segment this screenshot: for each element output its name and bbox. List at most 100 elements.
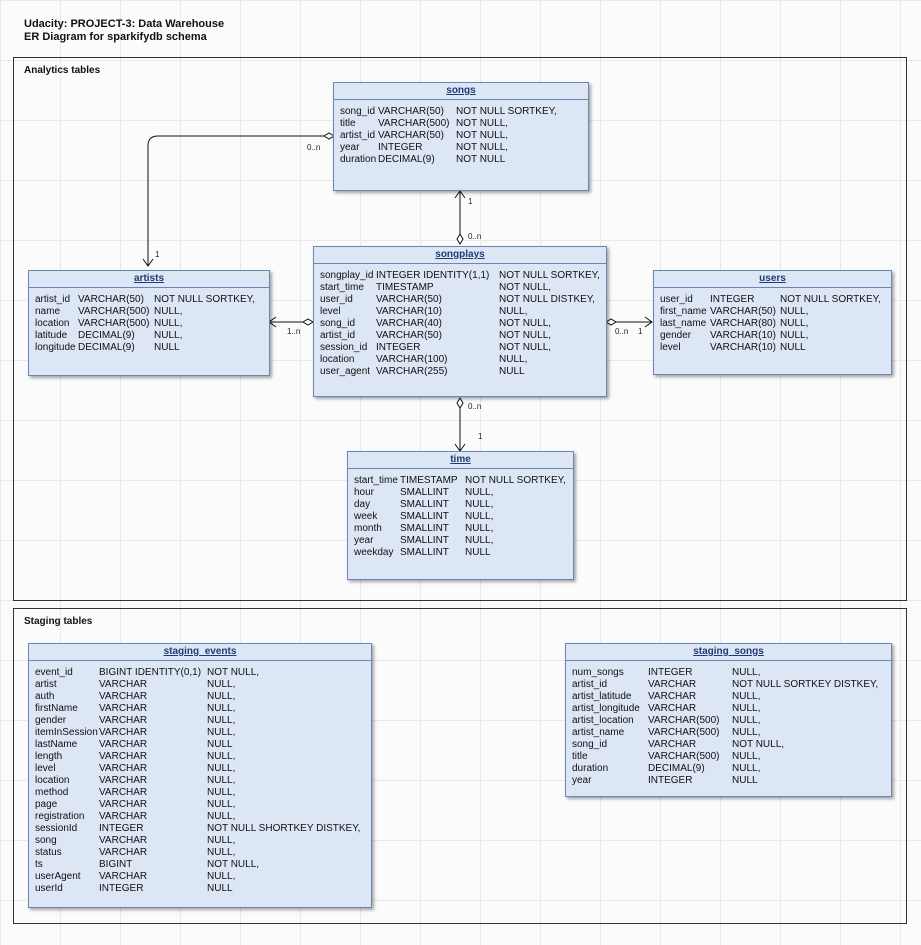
card-songplays-artists-from: 1..n [287,327,301,336]
attribute-type: INTEGER [648,775,693,786]
attribute-constraint: NULL, [207,763,236,774]
attribute-name: artist_id [35,294,71,305]
attribute-constraint: NULL, [732,667,761,678]
attribute-name: length [35,751,63,762]
card-songplays-users-to: 1 [638,327,643,336]
attribute-type: VARCHAR(500) [78,306,150,317]
attribute-constraint: NOT NULL, [207,667,260,678]
attribute-constraint: NOT NULL SORTKEY, [465,475,566,486]
attribute-type: VARCHAR [99,679,148,690]
attribute-name: level [660,342,681,353]
attribute-name: location [35,775,70,786]
entity-title: songs [334,83,588,100]
attribute-name: title [340,118,356,129]
attribute-constraint: NOT NULL, [499,342,552,353]
attribute-type: INTEGER [710,294,755,305]
attribute-type: VARCHAR [648,703,697,714]
attribute-type: TIMESTAMP [376,282,434,293]
diagram-title: Udacity: PROJECT-3: Data Warehouse ER Di… [24,18,224,44]
attribute-constraint: NULL, [207,679,236,690]
attribute-name: auth [35,691,55,702]
attribute-type: VARCHAR(10) [710,330,776,341]
attribute-name: user_id [660,294,693,305]
attribute-type: DECIMAL(9) [78,342,135,353]
attribute-name: method [35,787,69,798]
attribute-type: VARCHAR [648,679,697,690]
attribute-constraint: NULL [499,366,525,377]
attribute-constraint: NULL, [207,847,236,858]
attribute-constraint: NULL, [207,799,236,810]
attribute-type: VARCHAR [99,715,148,726]
attribute-type: VARCHAR [648,691,697,702]
staging-frame-title: Staging tables [24,616,93,627]
attribute-constraint: NULL, [732,703,761,714]
attribute-type: VARCHAR [99,811,148,822]
attribute-name: song_id [320,318,356,329]
analytics-frame-title: Analytics tables [24,65,101,76]
staging-frame: Staging tables [13,608,907,924]
attribute-type: VARCHAR(50) [378,130,444,141]
attribute-name: artist_longitude [572,703,640,714]
card-songplays-songs-to: 1 [468,197,473,206]
attribute-type: DECIMAL(9) [78,330,135,341]
attribute-name: location [320,354,355,365]
attribute-constraint: NULL, [207,751,236,762]
attribute-constraint: NULL, [207,715,236,726]
arrowhead-users [644,316,653,328]
attribute-constraint: NULL, [732,751,761,762]
attribute-type: VARCHAR [99,751,148,762]
attribute-name: latitude [35,330,68,341]
attribute-name: userId [35,883,63,894]
attribute-name: week [354,511,378,522]
attribute-constraint: NOT NULL SHORTKEY DISTKEY, [207,823,361,834]
attribute-name: page [35,799,58,810]
attribute-constraint: NULL [780,342,806,353]
attribute-type: VARCHAR(10) [376,306,442,317]
attribute-type: VARCHAR(50) [710,306,776,317]
attribute-name: artist_id [572,679,608,690]
attribute-name: longitude [35,342,76,353]
attribute-type: VARCHAR(50) [78,294,144,305]
attribute-name: level [35,763,56,774]
attribute-name: registration [35,811,85,822]
attribute-row: artist_longitude VARCHAR NULL, [566,703,891,715]
diamond-songplays-users [605,318,617,326]
attribute-type: VARCHAR(500) [78,318,150,329]
attribute-constraint: NOT NULL, [732,739,785,750]
attribute-type: INTEGER [378,142,423,153]
attribute-name: userAgent [35,871,81,882]
attribute-name: hour [354,487,375,498]
attribute-constraint: NULL, [207,691,236,702]
attribute-constraint: NULL, [499,354,528,365]
attribute-constraint: NOT NULL, [499,282,552,293]
connector-songs-artists [147,135,324,265]
